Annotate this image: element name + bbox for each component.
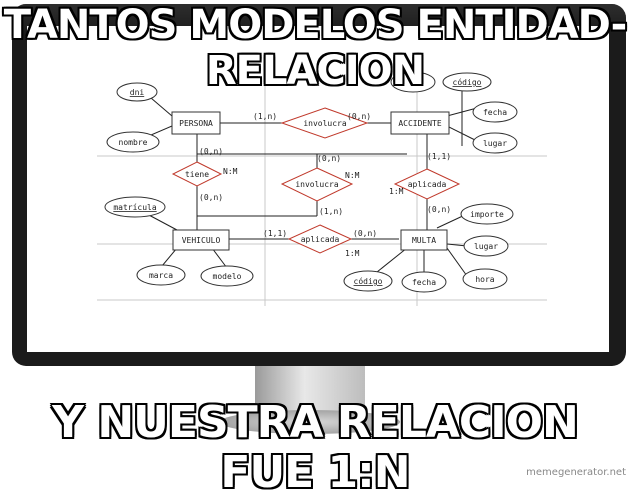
svg-text:ACCIDENTE: ACCIDENTE (398, 119, 442, 128)
ratio-label: 1:M (389, 187, 404, 196)
relation-aplicada-bottom: aplicada (287, 224, 353, 254)
ratio-label: 1:M (345, 249, 360, 258)
svg-text:VEHICULO: VEHICULO (182, 236, 221, 245)
svg-text:modelo: modelo (213, 272, 242, 281)
svg-text:importe: importe (470, 210, 504, 219)
cardinality-label: (1,1) (263, 229, 287, 238)
entity-vehiculo: VEHICULO (172, 229, 230, 251)
entity-multa: MULTA (400, 229, 448, 251)
cardinality-label: (0,n) (199, 147, 223, 156)
cardinality-label: (1,n) (319, 207, 343, 216)
attribute-nombre: nombre (106, 131, 160, 153)
cardinality-label: (0,n) (199, 193, 223, 202)
entity-accidente: ACCIDENTE (390, 111, 450, 135)
svg-text:tiene: tiene (185, 170, 209, 179)
svg-text:involucra: involucra (295, 180, 339, 189)
svg-text:ra: ra (412, 78, 422, 87)
er-diagram: PERSONA ACCIDENTE VEHICULO MULTA involuc… (97, 66, 547, 306)
svg-text:hora: hora (475, 275, 494, 284)
attribute-dni: dni (116, 82, 158, 102)
attribute-fecha-accidente-partial: ra (390, 71, 436, 93)
attribute-importe: importe (460, 203, 514, 225)
cardinality-label: (1,n) (253, 112, 277, 121)
ratio-label: N:M (223, 167, 238, 176)
attribute-lugar-accidente: lugar (472, 132, 518, 154)
cardinality-label: (0,n) (317, 154, 341, 163)
attribute-codigo-multa: código (343, 270, 393, 292)
relation-tiene: tiene (171, 161, 223, 187)
attribute-modelo: modelo (200, 265, 254, 287)
svg-text:involucra: involucra (303, 119, 347, 128)
attribute-hora: hora (462, 268, 508, 290)
meme-top-caption-line1: TANTOS MODELOS ENTIDAD- (3, 2, 627, 48)
relation-involucra-mid: involucra (280, 167, 354, 202)
svg-text:aplicada: aplicada (408, 180, 447, 189)
ratio-label: N:M (345, 171, 360, 180)
meme-top-caption-line2: RELACION (205, 48, 425, 94)
svg-text:lugar: lugar (474, 242, 498, 251)
svg-text:MULTA: MULTA (412, 236, 436, 245)
watermark: memegenerator.net (526, 467, 626, 478)
attribute-fecha-multa: fecha (401, 271, 447, 293)
cardinality-label: (0,n) (427, 205, 451, 214)
svg-text:lugar: lugar (483, 139, 507, 148)
attribute-fecha-accidente: fecha (472, 101, 518, 123)
meme-bottom-caption: Y NUESTRA RELACION FUE 1:N (52, 397, 579, 498)
attribute-marca: marca (136, 264, 186, 286)
cardinality-label: (0,n) (347, 112, 371, 121)
cardinality-label: (0,n) (353, 229, 377, 238)
svg-text:código: código (453, 77, 482, 87)
entity-persona: PERSONA (171, 111, 221, 135)
svg-text:fecha: fecha (412, 278, 436, 287)
svg-text:nombre: nombre (119, 138, 148, 147)
monitor-stand-base (220, 410, 400, 434)
attribute-codigo-accidente: código (442, 72, 492, 92)
svg-text:código: código (354, 276, 383, 286)
svg-text:dni: dni (130, 88, 145, 97)
meme-top-caption: TANTOS MODELOS ENTIDAD- RELACION (0, 2, 630, 94)
svg-text:PERSONA: PERSONA (179, 119, 213, 128)
svg-text:fecha: fecha (483, 108, 507, 117)
svg-text:marca: marca (149, 271, 173, 280)
attribute-matricula: matrícula (104, 196, 166, 218)
svg-text:aplicada: aplicada (301, 235, 340, 244)
relation-aplicada-right: aplicada (393, 168, 461, 200)
svg-text:matrícula: matrícula (113, 203, 157, 212)
relation-involucra-top: involucra (280, 107, 369, 139)
attribute-lugar-multa: lugar (463, 235, 509, 257)
monitor-screen: PERSONA ACCIDENTE VEHICULO MULTA involuc… (27, 26, 609, 352)
cardinality-label: (1,1) (427, 152, 451, 161)
